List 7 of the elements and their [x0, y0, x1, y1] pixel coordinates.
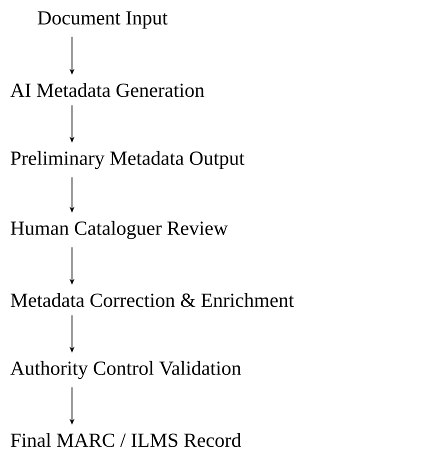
- step-text: Human Cataloguer Review: [10, 220, 228, 240]
- step-text: Authority Control Validation: [10, 360, 242, 380]
- step-text: Document Input: [38, 11, 168, 29]
- step-text: Final MARC / ILMS Record: [10, 432, 242, 448]
- step-text: Metadata Correction & Enrichment: [10, 292, 294, 308]
- step-text: Preliminary Metadata Output: [10, 150, 244, 170]
- step-text: AI Metadata Generation: [10, 82, 204, 98]
